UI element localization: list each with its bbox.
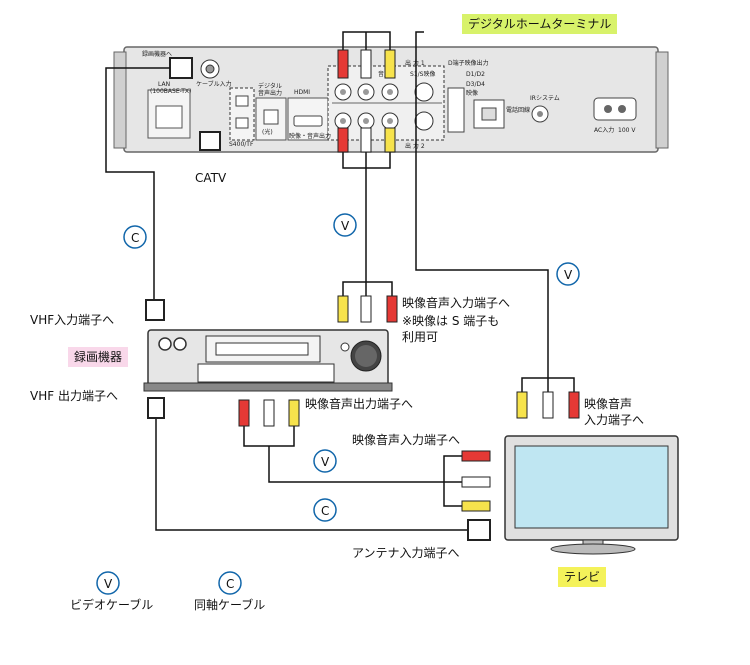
- d1-text: D1/D2: [466, 71, 485, 78]
- ilink-text: S400/TF: [229, 141, 254, 148]
- recorder-av-out-label: 映像音声出力端子へ: [305, 397, 414, 411]
- badge-c-1: C: [123, 225, 147, 249]
- legend-c-icon: C: [218, 571, 242, 595]
- out2-text: 出 力 2: [405, 142, 425, 150]
- video-terminal-to-tv: [415, 31, 575, 392]
- svg-text:V: V: [321, 455, 330, 469]
- tv-av-in-left-label: 映像音声入力端子へ: [352, 433, 461, 447]
- phone-text: 電話回線: [506, 106, 530, 114]
- ac-text: AC入力: [594, 126, 614, 134]
- d-out-text: D端子映像出力: [448, 59, 489, 67]
- terminal-label: デジタルホームターミナル: [462, 14, 618, 34]
- tv-av-in-label-1: 映像音声: [584, 397, 633, 411]
- tv-top-input-plugs: [516, 391, 580, 419]
- rf-out-text: 録画機器へ: [142, 50, 172, 58]
- badge-v-2: V: [556, 262, 580, 286]
- digital-text2: 音声出力: [258, 89, 282, 97]
- vhf-out-label: VHF 出力端子へ: [30, 389, 118, 403]
- ac-v-text: 100 V: [618, 127, 636, 134]
- coax-connectors: [145, 299, 491, 541]
- catv-label: CATV: [195, 171, 227, 185]
- recorder-av-in-label: 映像音声入力端子へ: [402, 296, 511, 310]
- antenna-in-label: アンテナ入力端子へ: [352, 546, 460, 560]
- recorder-device: [143, 329, 393, 392]
- svg-text:C: C: [321, 504, 329, 518]
- recorder-note-1: ※映像は S 端子も: [402, 314, 500, 328]
- tv-av-in-label-2: 入力端子へ: [584, 413, 645, 427]
- video-terminal-to-recorder: [342, 150, 393, 296]
- out1-text: 出 力 1: [405, 59, 425, 67]
- cable-in-text: ケーブル入力: [196, 80, 232, 88]
- recorder-input-plugs: [337, 295, 398, 323]
- s-video-text: S1/S映像: [410, 70, 435, 78]
- ir-text: IRシステム: [530, 95, 560, 102]
- lan-sub-text: (100BASE-TX): [150, 88, 191, 95]
- cable-badges: C V V V C V C: [96, 213, 580, 595]
- svg-text:V: V: [104, 577, 113, 591]
- tv-device: [504, 435, 679, 555]
- recorder-note-2: 利用可: [402, 330, 439, 344]
- video-recorder-to-tv: [243, 426, 462, 507]
- svg-text:C: C: [226, 577, 234, 591]
- legend-v-icon: V: [96, 571, 120, 595]
- optical-text: (光): [262, 128, 273, 136]
- tv-label: テレビ: [558, 567, 607, 587]
- cable-lines: [105, 31, 575, 531]
- hdmi-sub-text: 映像・音声出力: [289, 132, 331, 140]
- legend-video-label: ビデオケーブル: [70, 598, 154, 612]
- terminal-plugs: [337, 49, 396, 153]
- recorder-output-plugs: [238, 399, 300, 427]
- video-text: 映像: [466, 89, 478, 97]
- svg-text:V: V: [564, 268, 573, 282]
- hdmi-text: HDMI: [294, 89, 310, 96]
- coax-recorder-to-tv: [155, 418, 468, 531]
- terminal-panel-text: 録画機器へ LAN (100BASE-TX) ケーブル入力 デジタル 音声出力 …: [142, 50, 636, 150]
- audio-text: 音声: [378, 70, 390, 78]
- badge-c-2: C: [313, 498, 337, 522]
- recorder-label: 録画機器: [68, 347, 129, 367]
- vhf-in-label: VHF入力端子へ: [30, 313, 115, 327]
- legend-coax-label: 同軸ケーブル: [194, 598, 266, 612]
- svg-text:V: V: [341, 219, 350, 233]
- lan-text: LAN: [158, 81, 170, 88]
- coax-terminal-to-recorder: [105, 67, 170, 300]
- tv-left-input-plugs: [461, 450, 491, 512]
- badge-v-3: V: [313, 449, 337, 473]
- digital-text: デジタル: [258, 82, 282, 90]
- d3-text: D3/D4: [466, 81, 485, 88]
- svg-text:C: C: [131, 231, 139, 245]
- badge-v-1: V: [333, 213, 357, 237]
